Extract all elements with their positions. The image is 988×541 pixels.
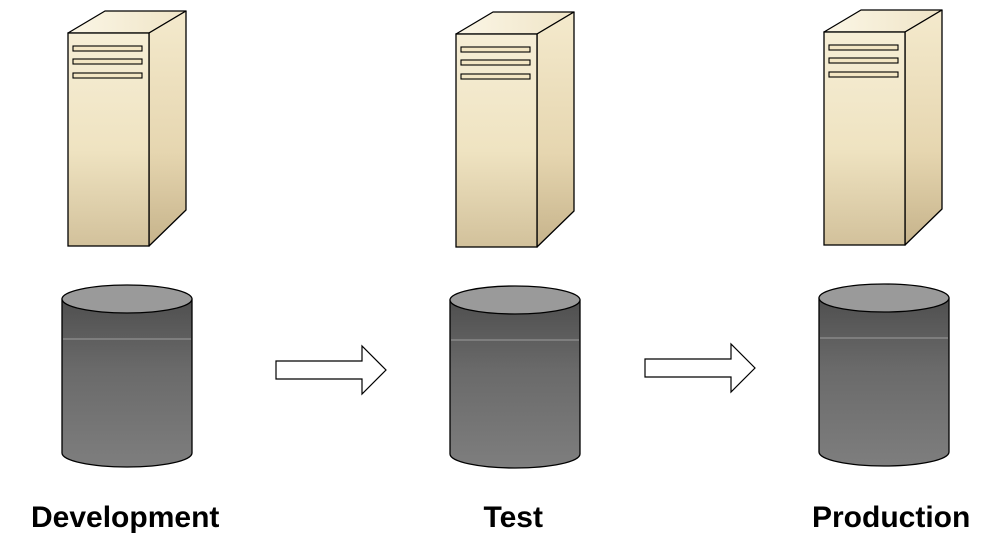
transition-right-arrow-icon-2: [644, 342, 756, 394]
production-server-tower-icon: [823, 9, 943, 246]
development-label: Development: [31, 501, 220, 534]
production-label: Production: [812, 501, 971, 534]
development-server-tower-icon: [67, 10, 187, 247]
test-server-tower-icon: [455, 11, 575, 248]
test-database-cylinder-icon: [449, 285, 581, 469]
development-database-cylinder-icon: [61, 284, 193, 468]
production-database-cylinder-icon: [818, 283, 950, 467]
test-label: Test: [483, 501, 543, 534]
transition-right-arrow-icon-1: [275, 344, 387, 396]
